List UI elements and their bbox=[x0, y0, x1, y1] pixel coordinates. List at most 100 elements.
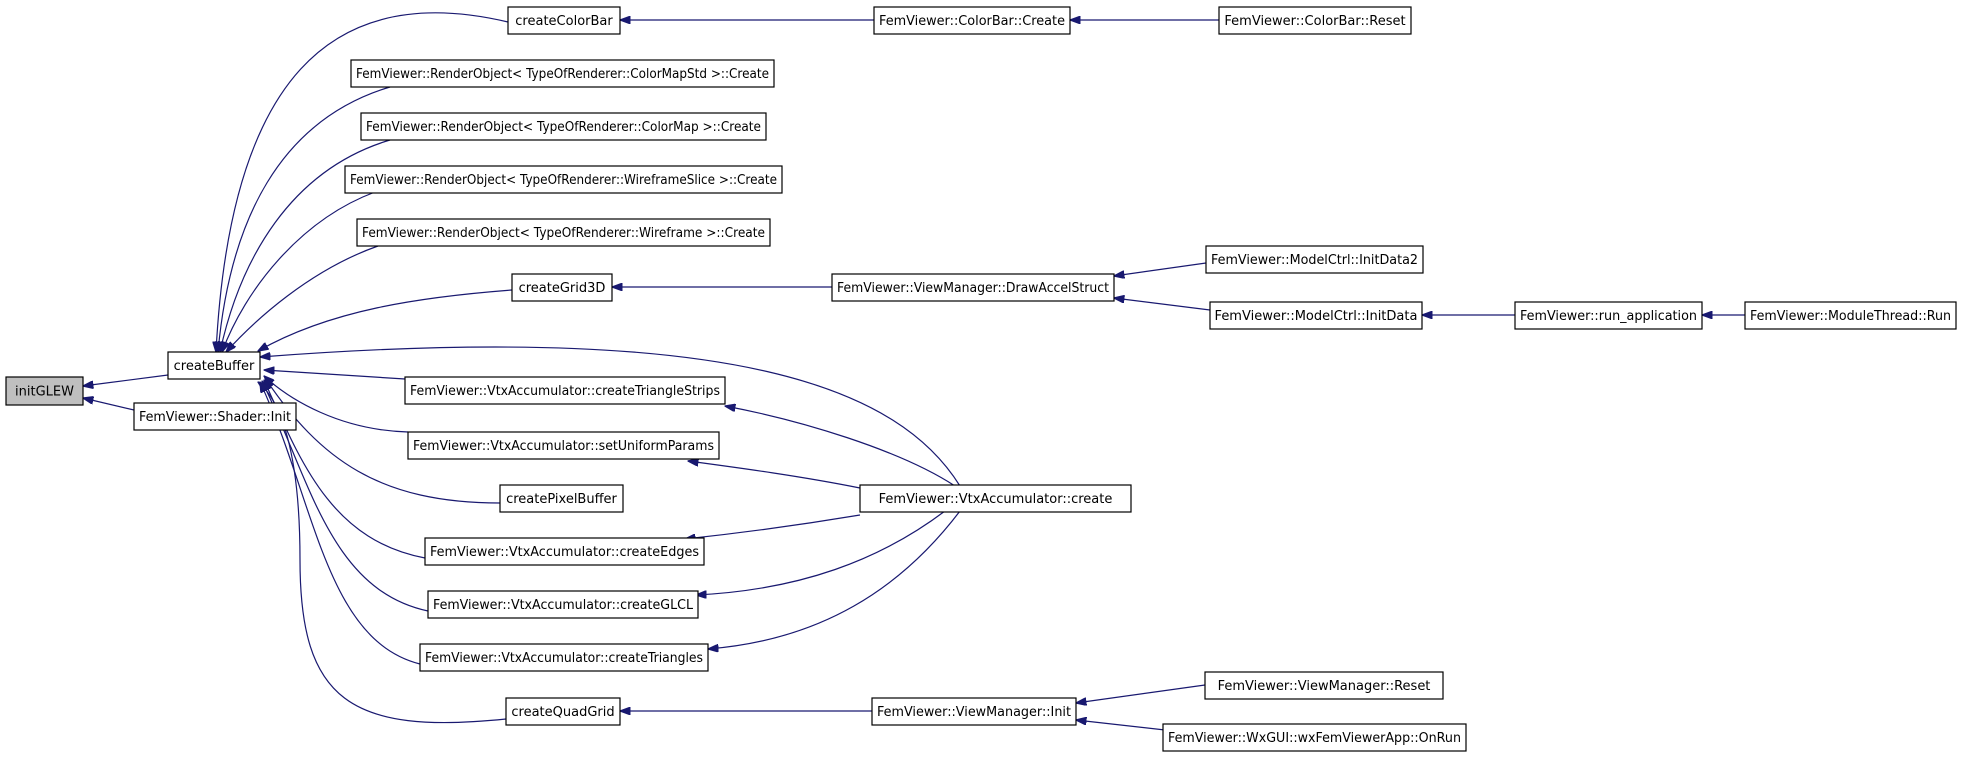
edge-vtxcreate-to-createedges bbox=[685, 514, 861, 539]
node-box bbox=[831, 273, 1115, 302]
node-create-buffer[interactable]: createBuffer bbox=[167, 351, 261, 380]
node-label: FemViewer::ViewManager::Reset bbox=[1218, 679, 1431, 694]
node-layer: initGLEW createBufferFemViewer::Shader::I… bbox=[5, 6, 1957, 752]
edge-creategrid3d-to-createbuffer bbox=[258, 289, 513, 351]
node-box bbox=[871, 697, 1077, 726]
node-ro-color-map-std[interactable]: FemViewer::RenderObject< TypeOfRenderer:… bbox=[350, 59, 775, 88]
node-label: FemViewer::ColorBar::Reset bbox=[1224, 14, 1405, 29]
node-shader-init[interactable]: FemViewer::Shader::Init bbox=[133, 402, 297, 431]
node-label: FemViewer::WxGUI::wxFemViewerApp::OnRun bbox=[1168, 731, 1461, 746]
node-color-bar-reset[interactable]: FemViewer::ColorBar::Reset bbox=[1218, 6, 1412, 35]
node-view-manager-reset[interactable]: FemViewer::ViewManager::Reset bbox=[1204, 671, 1444, 700]
node-label: FemViewer::ViewManager::Init bbox=[877, 705, 1071, 720]
node-run-application[interactable]: FemViewer::run_application bbox=[1514, 301, 1703, 330]
node-label: FemViewer::ModelCtrl::InitData2 bbox=[1211, 253, 1418, 268]
node-box bbox=[873, 6, 1071, 35]
node-create-triangles[interactable]: FemViewer::VtxAccumulator::createTriangl… bbox=[419, 643, 709, 672]
node-create-edges[interactable]: FemViewer::VtxAccumulator::createEdges bbox=[424, 537, 705, 566]
node-label: FemViewer::ColorBar::Create bbox=[879, 14, 1065, 29]
edge-initdata-to-drawaccelstruct bbox=[1114, 298, 1211, 311]
node-set-uniform-params[interactable]: FemViewer::VtxAccumulator::setUniformPar… bbox=[407, 431, 720, 460]
node-box bbox=[1162, 723, 1467, 752]
node-create-pixel-buffer[interactable]: createPixelBuffer bbox=[499, 484, 624, 513]
node-label: FemViewer::RenderObject< TypeOfRenderer:… bbox=[356, 67, 769, 82]
node-create-glcl[interactable]: FemViewer::VtxAccumulator::createGLCL bbox=[427, 590, 699, 619]
edge-vtxcreate-to-createglcl bbox=[696, 510, 946, 595]
node-box bbox=[1204, 671, 1444, 700]
edge-vtxcreate-to-setuniformparams bbox=[688, 461, 861, 489]
node-box bbox=[1209, 301, 1423, 330]
node-label: FemViewer::Shader::Init bbox=[139, 410, 291, 425]
node-on-run[interactable]: FemViewer::WxGUI::wxFemViewerApp::OnRun bbox=[1162, 723, 1467, 752]
node-create-color-bar[interactable]: createColorBar bbox=[507, 6, 621, 35]
node-box bbox=[1514, 301, 1703, 330]
node-label: createColorBar bbox=[515, 14, 613, 29]
node-box bbox=[356, 218, 771, 247]
node-label: initGLEW bbox=[15, 385, 74, 400]
node-label: FemViewer::ModuleThread::Run bbox=[1750, 309, 1951, 324]
node-color-bar-create[interactable]: FemViewer::ColorBar::Create bbox=[873, 6, 1071, 35]
node-ro-color-map[interactable]: FemViewer::RenderObject< TypeOfRenderer:… bbox=[360, 112, 767, 141]
node-label: FemViewer::run_application bbox=[1520, 309, 1697, 324]
node-box bbox=[407, 431, 720, 460]
node-label: FemViewer::RenderObject< TypeOfRenderer:… bbox=[362, 226, 765, 241]
node-box bbox=[5, 376, 84, 406]
edge-initdata2-to-drawaccelstruct bbox=[1114, 262, 1207, 276]
edge-ro-wireframeslice-to-createbuffer bbox=[222, 191, 376, 352]
node-init-data[interactable]: FemViewer::ModelCtrl::InitData bbox=[1209, 301, 1423, 330]
node-create-triangle-strips[interactable]: FemViewer::VtxAccumulator::createTriangl… bbox=[404, 376, 726, 405]
node-box bbox=[1218, 6, 1412, 35]
edge-ro-colormapstd-to-createbuffer bbox=[218, 86, 391, 352]
node-create-grid3-d[interactable]: createGrid3D bbox=[511, 273, 613, 302]
node-label: FemViewer::VtxAccumulator::createEdges bbox=[430, 545, 699, 560]
node-draw-accel-struct[interactable]: FemViewer::ViewManager::DrawAccelStruct bbox=[831, 273, 1115, 302]
node-label: FemViewer::ModelCtrl::InitData bbox=[1215, 309, 1418, 324]
node-label: createBuffer bbox=[174, 359, 255, 374]
edge-ro-colormap-to-createbuffer bbox=[220, 139, 391, 352]
edge-layer bbox=[83, 12, 1745, 731]
node-box bbox=[859, 484, 1132, 513]
node-box bbox=[424, 537, 705, 566]
node-label: FemViewer::VtxAccumulator::create bbox=[879, 492, 1113, 507]
edge-vtxcreate-to-createtriangles bbox=[708, 510, 961, 649]
edge-createtrianglestrips-to-createbuffer bbox=[264, 370, 406, 380]
node-init-glew[interactable]: initGLEW bbox=[5, 376, 84, 406]
node-label: createQuadGrid bbox=[511, 705, 614, 720]
edge-shader-init-to-initglew bbox=[83, 398, 135, 411]
node-ro-wireframe-slice[interactable]: FemViewer::RenderObject< TypeOfRenderer:… bbox=[344, 165, 783, 194]
node-label: createGrid3D bbox=[519, 281, 606, 296]
node-label: FemViewer::RenderObject< TypeOfRenderer:… bbox=[350, 173, 777, 188]
node-box bbox=[505, 697, 621, 726]
node-box bbox=[350, 59, 775, 88]
edge-createbuffer-to-initglew bbox=[83, 374, 169, 386]
node-label: FemViewer::VtxAccumulator::createTriangl… bbox=[425, 651, 703, 666]
edge-ro-wireframe-to-createbuffer bbox=[226, 245, 379, 352]
node-box bbox=[404, 376, 726, 405]
node-view-manager-init[interactable]: FemViewer::ViewManager::Init bbox=[871, 697, 1077, 726]
node-ro-wireframe[interactable]: FemViewer::RenderObject< TypeOfRenderer:… bbox=[356, 218, 771, 247]
node-vtx-create[interactable]: FemViewer::VtxAccumulator::create bbox=[859, 484, 1132, 513]
edge-onrun-to-viewmanagerinit bbox=[1076, 720, 1166, 731]
node-box bbox=[507, 6, 621, 35]
edge-vtxcreate-to-createbuffer bbox=[260, 346, 961, 487]
node-box bbox=[1205, 245, 1424, 274]
node-box bbox=[427, 590, 699, 619]
node-box bbox=[499, 484, 624, 513]
node-box bbox=[133, 402, 297, 431]
node-box bbox=[344, 165, 783, 194]
node-label: FemViewer::ViewManager::DrawAccelStruct bbox=[837, 281, 1109, 296]
node-create-quad-grid[interactable]: createQuadGrid bbox=[505, 697, 621, 726]
node-box bbox=[419, 643, 709, 672]
node-label: FemViewer::VtxAccumulator::setUniformPar… bbox=[413, 439, 714, 454]
edge-viewmanagerreset-to-viewmanagerinit bbox=[1076, 684, 1206, 703]
node-box bbox=[360, 112, 767, 141]
node-init-data2[interactable]: FemViewer::ModelCtrl::InitData2 bbox=[1205, 245, 1424, 274]
node-module-thread-run[interactable]: FemViewer::ModuleThread::Run bbox=[1744, 301, 1957, 330]
node-box bbox=[1744, 301, 1957, 330]
node-label: FemViewer::RenderObject< TypeOfRenderer:… bbox=[366, 120, 761, 135]
node-label: createPixelBuffer bbox=[506, 492, 617, 507]
node-box bbox=[167, 351, 261, 380]
edge-vtxcreate-to-createtrianglestrips bbox=[725, 406, 956, 487]
node-label: FemViewer::VtxAccumulator::createTriangl… bbox=[410, 384, 720, 399]
